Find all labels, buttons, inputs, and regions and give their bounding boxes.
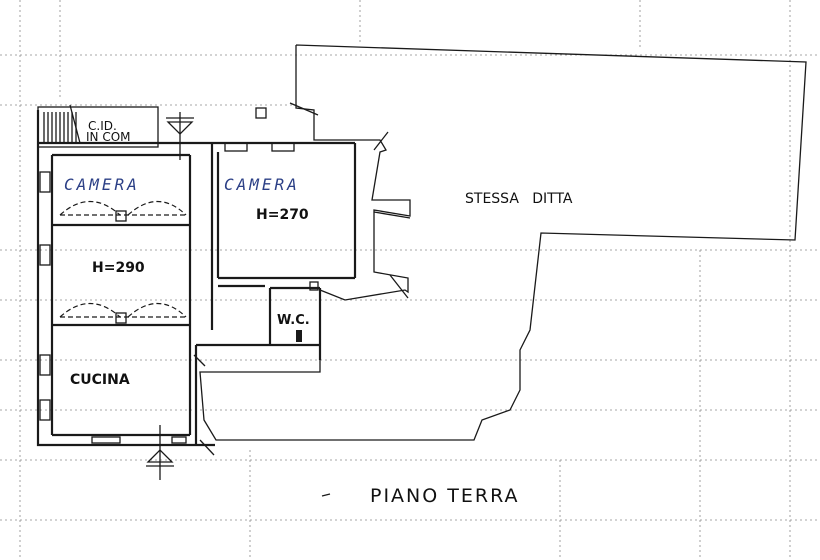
cid-label-line2: IN COM — [86, 130, 131, 144]
utility-symbol-icon — [166, 112, 194, 160]
camera-right-height: H=270 — [256, 207, 309, 223]
wc-label: W.C. — [277, 313, 310, 328]
apartment-walls — [36, 104, 357, 447]
entrance-arrow-icon — [146, 425, 174, 480]
door-marks — [193, 102, 411, 456]
arches — [59, 201, 187, 324]
title-mark — [321, 493, 331, 497]
plan-title: PIANO TERRA — [370, 485, 520, 507]
cucina-label: CUCINA — [70, 372, 130, 388]
stessa-ditta-outline — [199, 44, 807, 441]
middle-room-height: H=290 — [92, 260, 145, 276]
camera-left-label: CAMERA — [64, 175, 140, 194]
stessa-ditta-label: STESSA DITTA — [465, 191, 573, 207]
left-windows — [39, 107, 319, 444]
cid-label-line1: C.ID. — [88, 119, 117, 133]
camera-right-label: CAMERA — [224, 175, 300, 194]
